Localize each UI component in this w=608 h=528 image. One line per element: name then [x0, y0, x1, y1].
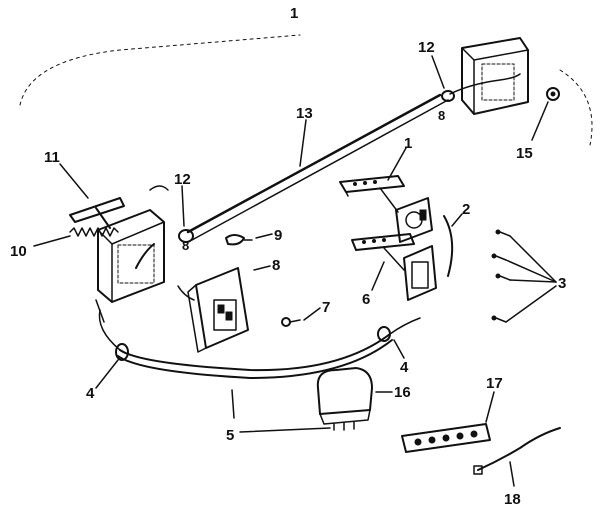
- leader-lines: [33, 55, 549, 487]
- callout-10: 10: [10, 243, 27, 260]
- border-arc-top-left: [19, 34, 301, 106]
- callout-labels: 12 13 15 1 2 3 11 12 9 10 8 7 6 4 4 5 16…: [10, 39, 566, 508]
- callout-2: 2: [462, 201, 470, 218]
- callout-8: 8: [272, 257, 280, 274]
- callout-12-upper: 12: [418, 39, 435, 56]
- callout-4-right: 4: [400, 359, 409, 376]
- part-10-spring: [69, 227, 119, 237]
- svg-text:8: 8: [182, 238, 189, 253]
- part-3-screws: [491, 229, 557, 323]
- part-8-switch: [177, 267, 249, 353]
- part-9-clip: [225, 234, 253, 246]
- callout-13: 13: [296, 105, 313, 122]
- callout-6: 6: [362, 291, 370, 308]
- grommet-12-upper: 8: [438, 90, 455, 123]
- part-11-socket: [69, 185, 169, 229]
- callout-15: 15: [516, 145, 533, 162]
- callout-12-lower: 12: [174, 171, 191, 188]
- callout-9: 9: [274, 227, 282, 244]
- left-junction-box: [97, 209, 165, 303]
- callout-7: 7: [322, 299, 330, 316]
- callout-16: 16: [394, 384, 411, 401]
- border-arc-top-right: [559, 69, 593, 146]
- header-label: 1: [290, 5, 298, 22]
- part-4-clamp-right: [377, 326, 391, 342]
- callout-5: 5: [226, 427, 234, 444]
- callout-17: 17: [486, 375, 503, 392]
- part-18-wire: [473, 427, 561, 475]
- callout-11: 11: [44, 149, 60, 166]
- svg-text:8: 8: [438, 108, 445, 123]
- part-1-bracket: [339, 175, 433, 243]
- right-junction-box: [449, 37, 529, 115]
- part-7-screw: [281, 317, 301, 327]
- callout-1: 1: [404, 135, 412, 152]
- callout-3: 3: [558, 275, 566, 292]
- callout-4-left: 4: [86, 385, 95, 402]
- part-16-relay: [316, 367, 373, 431]
- part-6-bracket: [351, 233, 437, 301]
- grommet-12-lower: 8: [178, 229, 194, 253]
- part-2-arc: [443, 215, 454, 277]
- part-5-harness: [95, 299, 421, 379]
- callout-18: 18: [504, 491, 521, 508]
- rod-13: [186, 93, 449, 241]
- part-4-clamp-left: [115, 343, 129, 361]
- part-15-washer: [546, 87, 560, 101]
- part-17-terminal-strip: [401, 423, 491, 453]
